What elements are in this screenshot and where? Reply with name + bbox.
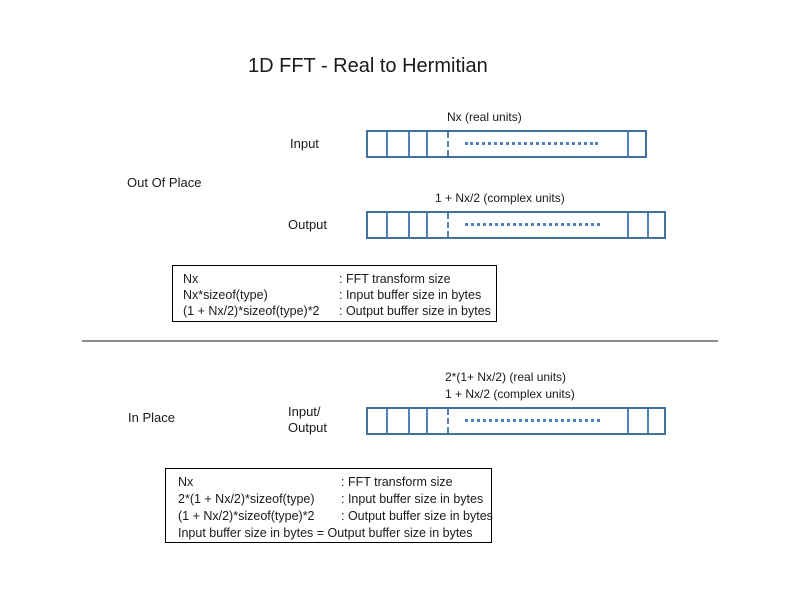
dashed-divider xyxy=(447,409,449,433)
legend-row: 2*(1 + Nx/2)*sizeof(type) : Input buffer… xyxy=(178,491,491,508)
cell-divider xyxy=(386,213,388,237)
in-place-legend-box: Nx : FFT transform size 2*(1 + Nx/2)*siz… xyxy=(165,468,493,543)
ellipsis-dots xyxy=(465,142,598,145)
cell-divider xyxy=(426,213,428,237)
input-row-label: Input xyxy=(290,136,319,151)
io-buffer-diagram xyxy=(366,407,666,435)
legend-description: : Output buffer size in bytes xyxy=(339,304,491,318)
legend-description: : FFT transform size xyxy=(341,475,453,489)
legend-expression: Nx xyxy=(178,475,194,489)
cell-divider xyxy=(426,409,428,433)
cell-divider xyxy=(386,132,388,156)
legend-row: (1 + Nx/2)*sizeof(type)*2 : Output buffe… xyxy=(183,303,496,319)
legend-description: : Output buffer size in bytes xyxy=(341,509,493,523)
section-label-out-of-place: Out Of Place xyxy=(127,175,202,190)
cell-divider xyxy=(408,213,410,237)
dashed-divider xyxy=(447,132,449,156)
dashed-divider xyxy=(447,213,449,237)
output-buffer-diagram xyxy=(366,211,666,239)
cell-divider xyxy=(426,132,428,156)
section-label-in-place: In Place xyxy=(128,410,175,425)
legend-row: Nx : FFT transform size xyxy=(178,474,491,491)
ellipsis-dots xyxy=(465,223,600,226)
input-buffer-diagram xyxy=(366,130,647,158)
output-buffer-caption: 1 + Nx/2 (complex units) xyxy=(435,191,565,205)
io-row-label-line1: Input/ xyxy=(288,404,321,419)
legend-expression: (1 + Nx/2)*sizeof(type)*2 xyxy=(183,304,320,318)
cell-divider xyxy=(408,409,410,433)
io-row-label: Input/ Output xyxy=(288,404,327,436)
legend-description: : FFT transform size xyxy=(339,272,451,286)
legend-expression: 2*(1 + Nx/2)*sizeof(type) xyxy=(178,492,315,506)
legend-footer-note: Input buffer size in bytes = Output buff… xyxy=(178,526,473,540)
io-row-label-line2: Output xyxy=(288,420,328,435)
legend-expression: Nx xyxy=(183,272,199,286)
cell-divider xyxy=(647,213,649,237)
slide-title: 1D FFT - Real to Hermitian xyxy=(248,55,488,77)
cell-divider xyxy=(386,409,388,433)
cell-divider xyxy=(627,132,629,156)
legend-description: : Input buffer size in bytes xyxy=(341,492,484,506)
input-buffer-caption: Nx (real units) xyxy=(447,110,522,124)
io-buffer-caption-complex: 1 + Nx/2 (complex units) xyxy=(445,387,575,401)
section-divider-line xyxy=(82,340,718,342)
legend-row: Nx*sizeof(type) : Input buffer size in b… xyxy=(183,287,496,303)
cell-divider xyxy=(627,213,629,237)
legend-expression: (1 + Nx/2)*sizeof(type)*2 xyxy=(178,509,315,523)
legend-expression: Nx*sizeof(type) xyxy=(183,288,268,302)
legend-row: Nx : FFT transform size xyxy=(183,271,496,287)
legend-row: (1 + Nx/2)*sizeof(type)*2 : Output buffe… xyxy=(178,508,493,525)
legend-description: : Input buffer size in bytes xyxy=(339,288,482,302)
output-row-label: Output xyxy=(288,217,328,232)
cell-divider xyxy=(627,409,629,433)
cell-divider xyxy=(408,132,410,156)
io-buffer-caption-real: 2*(1+ Nx/2) (real units) xyxy=(445,370,567,384)
out-of-place-legend-box: Nx : FFT transform size Nx*sizeof(type) … xyxy=(172,265,497,322)
cell-divider xyxy=(647,409,649,433)
ellipsis-dots xyxy=(465,419,600,422)
